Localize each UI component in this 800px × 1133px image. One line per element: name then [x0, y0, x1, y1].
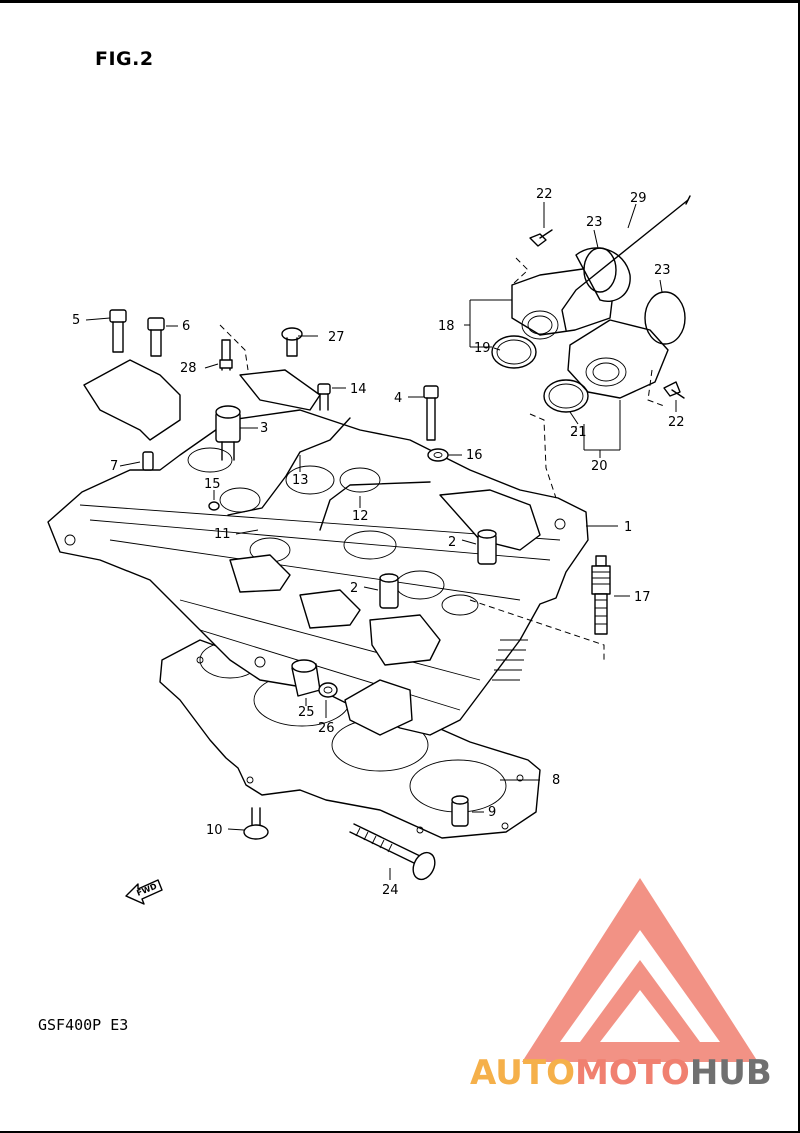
bolt-14 [317, 383, 331, 411]
callout-24: 24 [382, 883, 399, 898]
watermark-logo [522, 878, 758, 1062]
callout-27: 27 [328, 330, 345, 345]
callout-10: 10 [206, 823, 223, 838]
screw-27 [281, 327, 303, 357]
callout-5: 5 [72, 313, 80, 328]
cam-cap-left [83, 359, 181, 441]
callout-22-top: 22 [536, 187, 553, 202]
callout-26: 26 [318, 721, 335, 736]
callout-22-bottom: 22 [668, 415, 685, 430]
bolt-24 [349, 823, 436, 881]
callout-29: 29 [630, 191, 647, 206]
stud-28 [219, 339, 233, 371]
fwd-arrow-icon: FWD [125, 879, 163, 905]
intake-clamp-lower [644, 291, 686, 345]
callout-20: 20 [591, 459, 608, 474]
o-ring-19 [491, 335, 537, 369]
union-bolt-3 [215, 405, 241, 461]
watermark-part1: AUTO [470, 1053, 575, 1093]
callout-16: 16 [466, 448, 483, 463]
callout-25: 25 [298, 705, 315, 720]
callout-4: 4 [394, 391, 402, 406]
callout-12: 12 [352, 509, 369, 524]
vacuum-tube [561, 199, 689, 331]
washer-16 [427, 448, 449, 462]
callout-18: 18 [438, 319, 455, 334]
o-ring-21 [543, 379, 589, 413]
callout-11: 11 [214, 527, 231, 542]
bolt-5 [109, 309, 127, 353]
page-border-right [798, 0, 800, 1133]
plug-15 [208, 501, 220, 511]
intake-pipe-lower [567, 319, 669, 399]
watermark-part2: MOTO [575, 1053, 690, 1093]
callout-21: 21 [570, 425, 587, 440]
bolt-4 [423, 385, 439, 441]
callout-6: 6 [182, 319, 190, 334]
bolt-10 [243, 807, 269, 840]
figure-title: FIG.2 [95, 48, 154, 70]
callout-28: 28 [180, 361, 197, 376]
intake-clamp-upper [583, 247, 617, 293]
callout-2-left: 2 [350, 581, 358, 596]
callout-9: 9 [488, 805, 496, 820]
callout-2-right: 2 [448, 535, 456, 550]
washer-26 [318, 682, 338, 698]
oil-pipe [227, 417, 431, 531]
cylinder-head [47, 409, 589, 736]
watermark-wordmark: AUTOMOTOHUB [470, 1053, 772, 1093]
page-border-bottom [0, 1131, 800, 1133]
callout-7: 7 [110, 459, 118, 474]
dowel-7 [142, 451, 154, 471]
svg-text:AUTOMOTOHUB: AUTOMOTOHUB [470, 1053, 772, 1093]
cam-cap-front [369, 614, 441, 666]
callout-17: 17 [634, 590, 651, 605]
callout-23-upper: 23 [586, 215, 603, 230]
callout-1: 1 [624, 520, 632, 535]
callout-23-lower: 23 [654, 263, 671, 278]
cam-cap-mid [239, 369, 321, 411]
callout-19: 19 [474, 341, 491, 356]
watermark-part3: HUB [690, 1053, 772, 1093]
head-gasket [159, 639, 541, 839]
model-code: GSF400P E3 [38, 1016, 129, 1034]
spark-plug-17 [591, 555, 611, 635]
alignment-lines [219, 257, 665, 660]
leader-lines [85, 202, 677, 880]
callout-labels: 1 2 2 3 4 5 6 7 8 9 10 11 12 13 14 15 16… [72, 187, 685, 898]
callout-13: 13 [292, 473, 309, 488]
bolt-6 [147, 317, 165, 357]
callout-8: 8 [552, 773, 560, 788]
page-border-top [0, 0, 800, 3]
callout-3: 3 [260, 421, 268, 436]
callout-15: 15 [204, 477, 221, 492]
callout-14: 14 [350, 382, 367, 397]
